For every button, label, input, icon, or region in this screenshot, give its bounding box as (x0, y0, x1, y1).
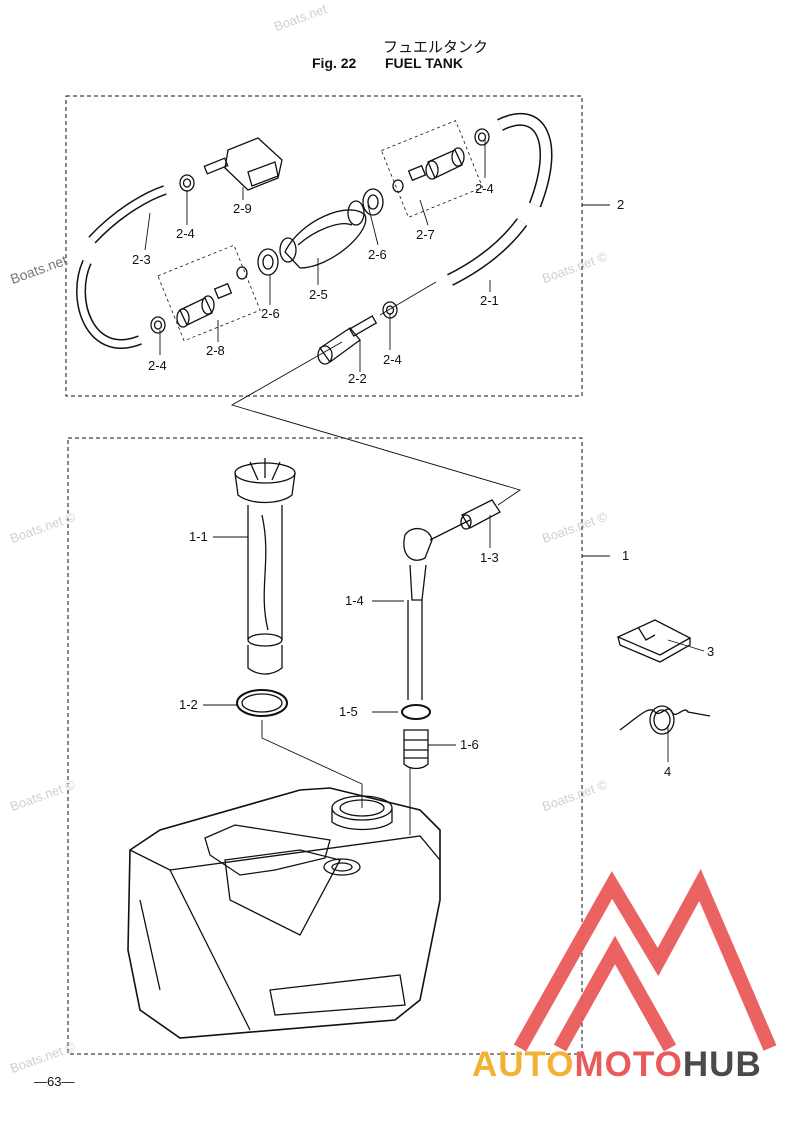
callout-2-4: 2-4 (475, 181, 494, 196)
brand-word-moto: MOTO (574, 1045, 683, 1084)
figure-title: FUEL TANK (385, 55, 464, 71)
callout-2-6: 2-6 (261, 306, 280, 321)
callout-1-6: 1-6 (460, 737, 479, 752)
callout-1-1: 1-1 (189, 529, 208, 544)
page-number: —63— (34, 1074, 75, 1089)
callout-1-5: 1-5 (339, 704, 358, 719)
callout-2-4: 2-4 (148, 358, 167, 373)
title-japanese: フュエルタンク (383, 38, 489, 56)
brand-word-hub: HUB (682, 1045, 762, 1084)
callout-1-2: 1-2 (179, 697, 198, 712)
callout-2-2: 2-2 (348, 371, 367, 386)
callout-2: 2 (617, 197, 625, 212)
brand-logo-mark (513, 869, 777, 1052)
callout-1-4: 1-4 (345, 593, 364, 608)
callout-4: 4 (664, 764, 672, 779)
callout-2-8: 2-8 (206, 343, 225, 358)
brand-word-auto: AUTO (472, 1045, 575, 1084)
figure-number: Fig. 22 (312, 55, 357, 71)
callout-2-6: 2-6 (368, 247, 387, 262)
callout-2-9: 2-9 (233, 201, 252, 216)
callout-1-3: 1-3 (480, 550, 499, 565)
callout-3: 3 (707, 644, 715, 659)
group-box-1 (67, 437, 583, 1055)
brand-wordmark: AUTOMOTOHUB (472, 1045, 762, 1085)
callout-2-4: 2-4 (176, 226, 195, 241)
callout-2-7: 2-7 (416, 227, 435, 242)
group-box-2 (65, 95, 583, 397)
callout-2-1: 2-1 (480, 293, 499, 308)
callout-2-3: 2-3 (132, 252, 151, 267)
tank-outline (127, 787, 441, 1039)
callout-2-5: 2-5 (309, 287, 328, 302)
connector-line (230, 341, 522, 506)
callout-1: 1 (622, 548, 630, 563)
callout-2-4: 2-4 (383, 352, 402, 367)
